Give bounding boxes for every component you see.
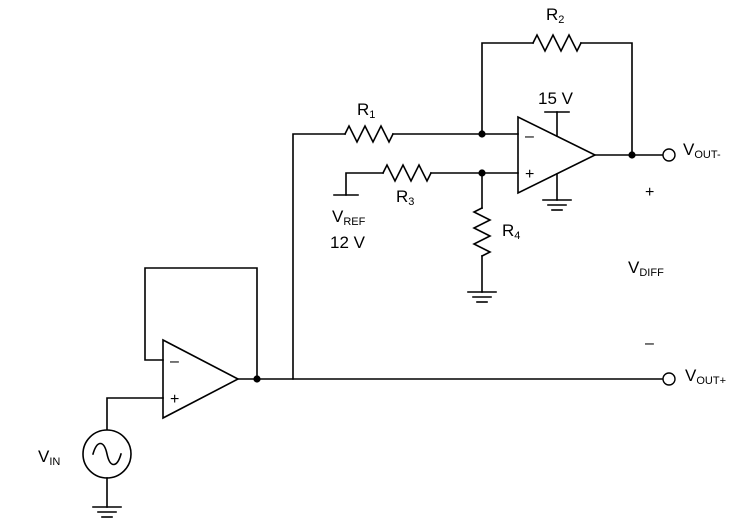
vout-minus-label: VOUT- xyxy=(683,140,721,161)
diff-opamp-minus: – xyxy=(525,128,534,145)
vin-source xyxy=(82,397,164,508)
r4-ground-icon xyxy=(467,291,497,303)
r1-input-wire xyxy=(292,133,346,380)
resistor-r4 xyxy=(472,172,492,293)
vref-label: VREF xyxy=(332,207,366,228)
vdiff-minus-sign: – xyxy=(645,335,654,352)
resistor-r2 xyxy=(481,33,633,156)
r1-label: R1 xyxy=(357,100,375,121)
vout-minus-wire xyxy=(594,151,664,159)
vref-value-label: 12 V xyxy=(330,233,366,252)
supply-rail xyxy=(544,111,570,137)
vin-ground-icon xyxy=(92,506,122,518)
resistor-r3 xyxy=(333,163,519,196)
opamp-ground-icon xyxy=(542,173,572,211)
supply-label: 15 V xyxy=(538,89,574,108)
vout-plus-terminal xyxy=(662,372,676,386)
vin-label: VIN xyxy=(38,447,60,468)
vout-plus-label: VOUT+ xyxy=(685,366,726,387)
buffer-feedback-wire xyxy=(144,267,258,380)
vout-plus-wire xyxy=(237,375,664,383)
vdiff-plus-sign: + xyxy=(645,184,654,201)
r4-label: R4 xyxy=(502,221,520,242)
buffer-opamp-plus: + xyxy=(170,391,179,408)
buffer-opamp: – + xyxy=(162,338,240,420)
diff-opamp-plus: + xyxy=(525,166,534,183)
resistor-r1 xyxy=(343,124,519,144)
vout-minus-terminal xyxy=(662,148,676,162)
r3-label: R3 xyxy=(396,187,414,208)
vdiff-label: VDIFF xyxy=(628,258,664,279)
r2-label: R2 xyxy=(546,5,564,26)
buffer-opamp-minus: – xyxy=(170,353,179,370)
